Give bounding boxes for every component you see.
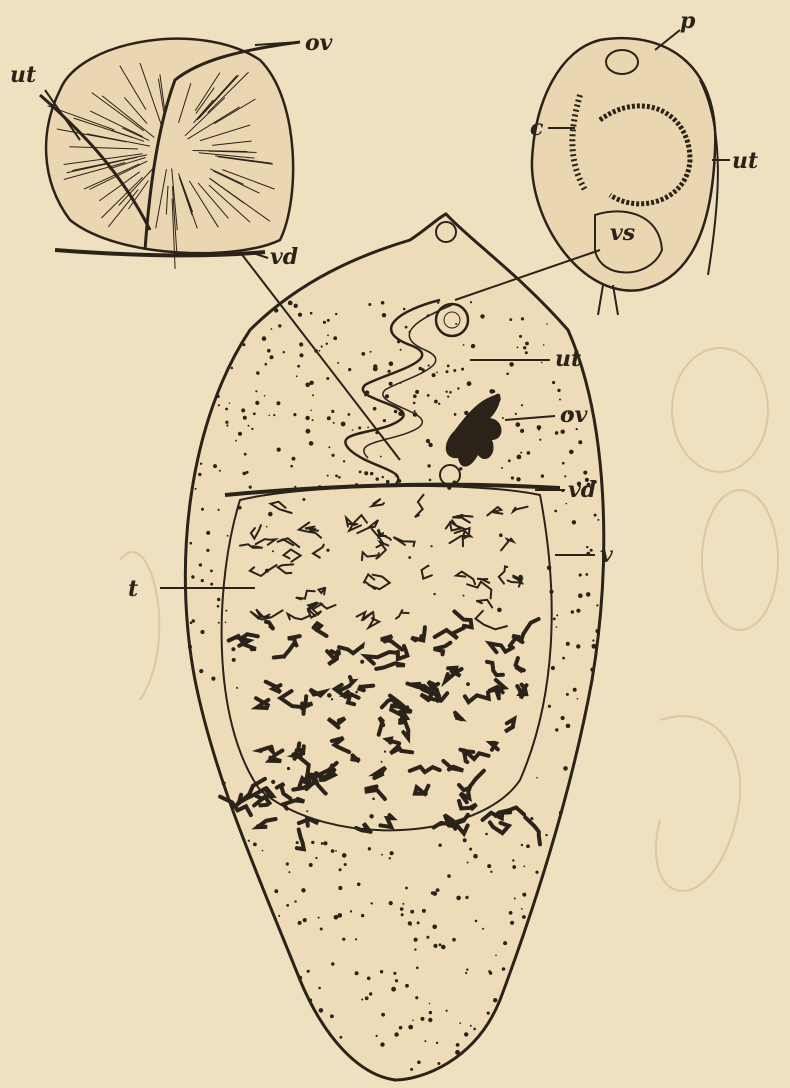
- label-ov-inset-left: ov: [305, 30, 333, 56]
- inset-right-cirrus-sac-detail: [532, 38, 718, 315]
- label-p-inset-right: p: [680, 8, 696, 34]
- label-vs-inset-right: vs: [610, 220, 635, 246]
- fluke-body: [185, 214, 603, 1080]
- label-t-main: t: [128, 576, 138, 602]
- label-ut-inset-right: ut: [732, 148, 758, 174]
- label-v-main: v: [600, 542, 613, 568]
- label-c-inset-right: c: [530, 115, 544, 141]
- label-ut-main: ut: [555, 346, 581, 372]
- label-vd-inset-left: vd: [270, 244, 298, 270]
- label-ov-main: ov: [560, 402, 588, 428]
- label-vd-main: vd: [568, 477, 596, 503]
- label-ut-inset-left: ut: [10, 62, 36, 88]
- inset-left-ovary-detail: [40, 39, 300, 269]
